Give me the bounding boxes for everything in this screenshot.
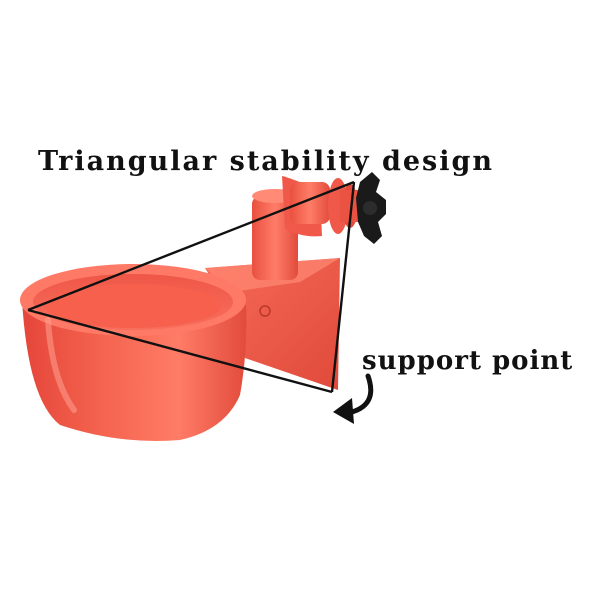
valve-icon xyxy=(356,172,386,244)
stability-triangle xyxy=(27,180,356,394)
triangular-stability-label: Triangular stability design xyxy=(38,146,495,177)
support-point-label: support point xyxy=(362,346,574,376)
curved-arrow-icon xyxy=(333,373,374,424)
cup-body xyxy=(20,264,247,441)
